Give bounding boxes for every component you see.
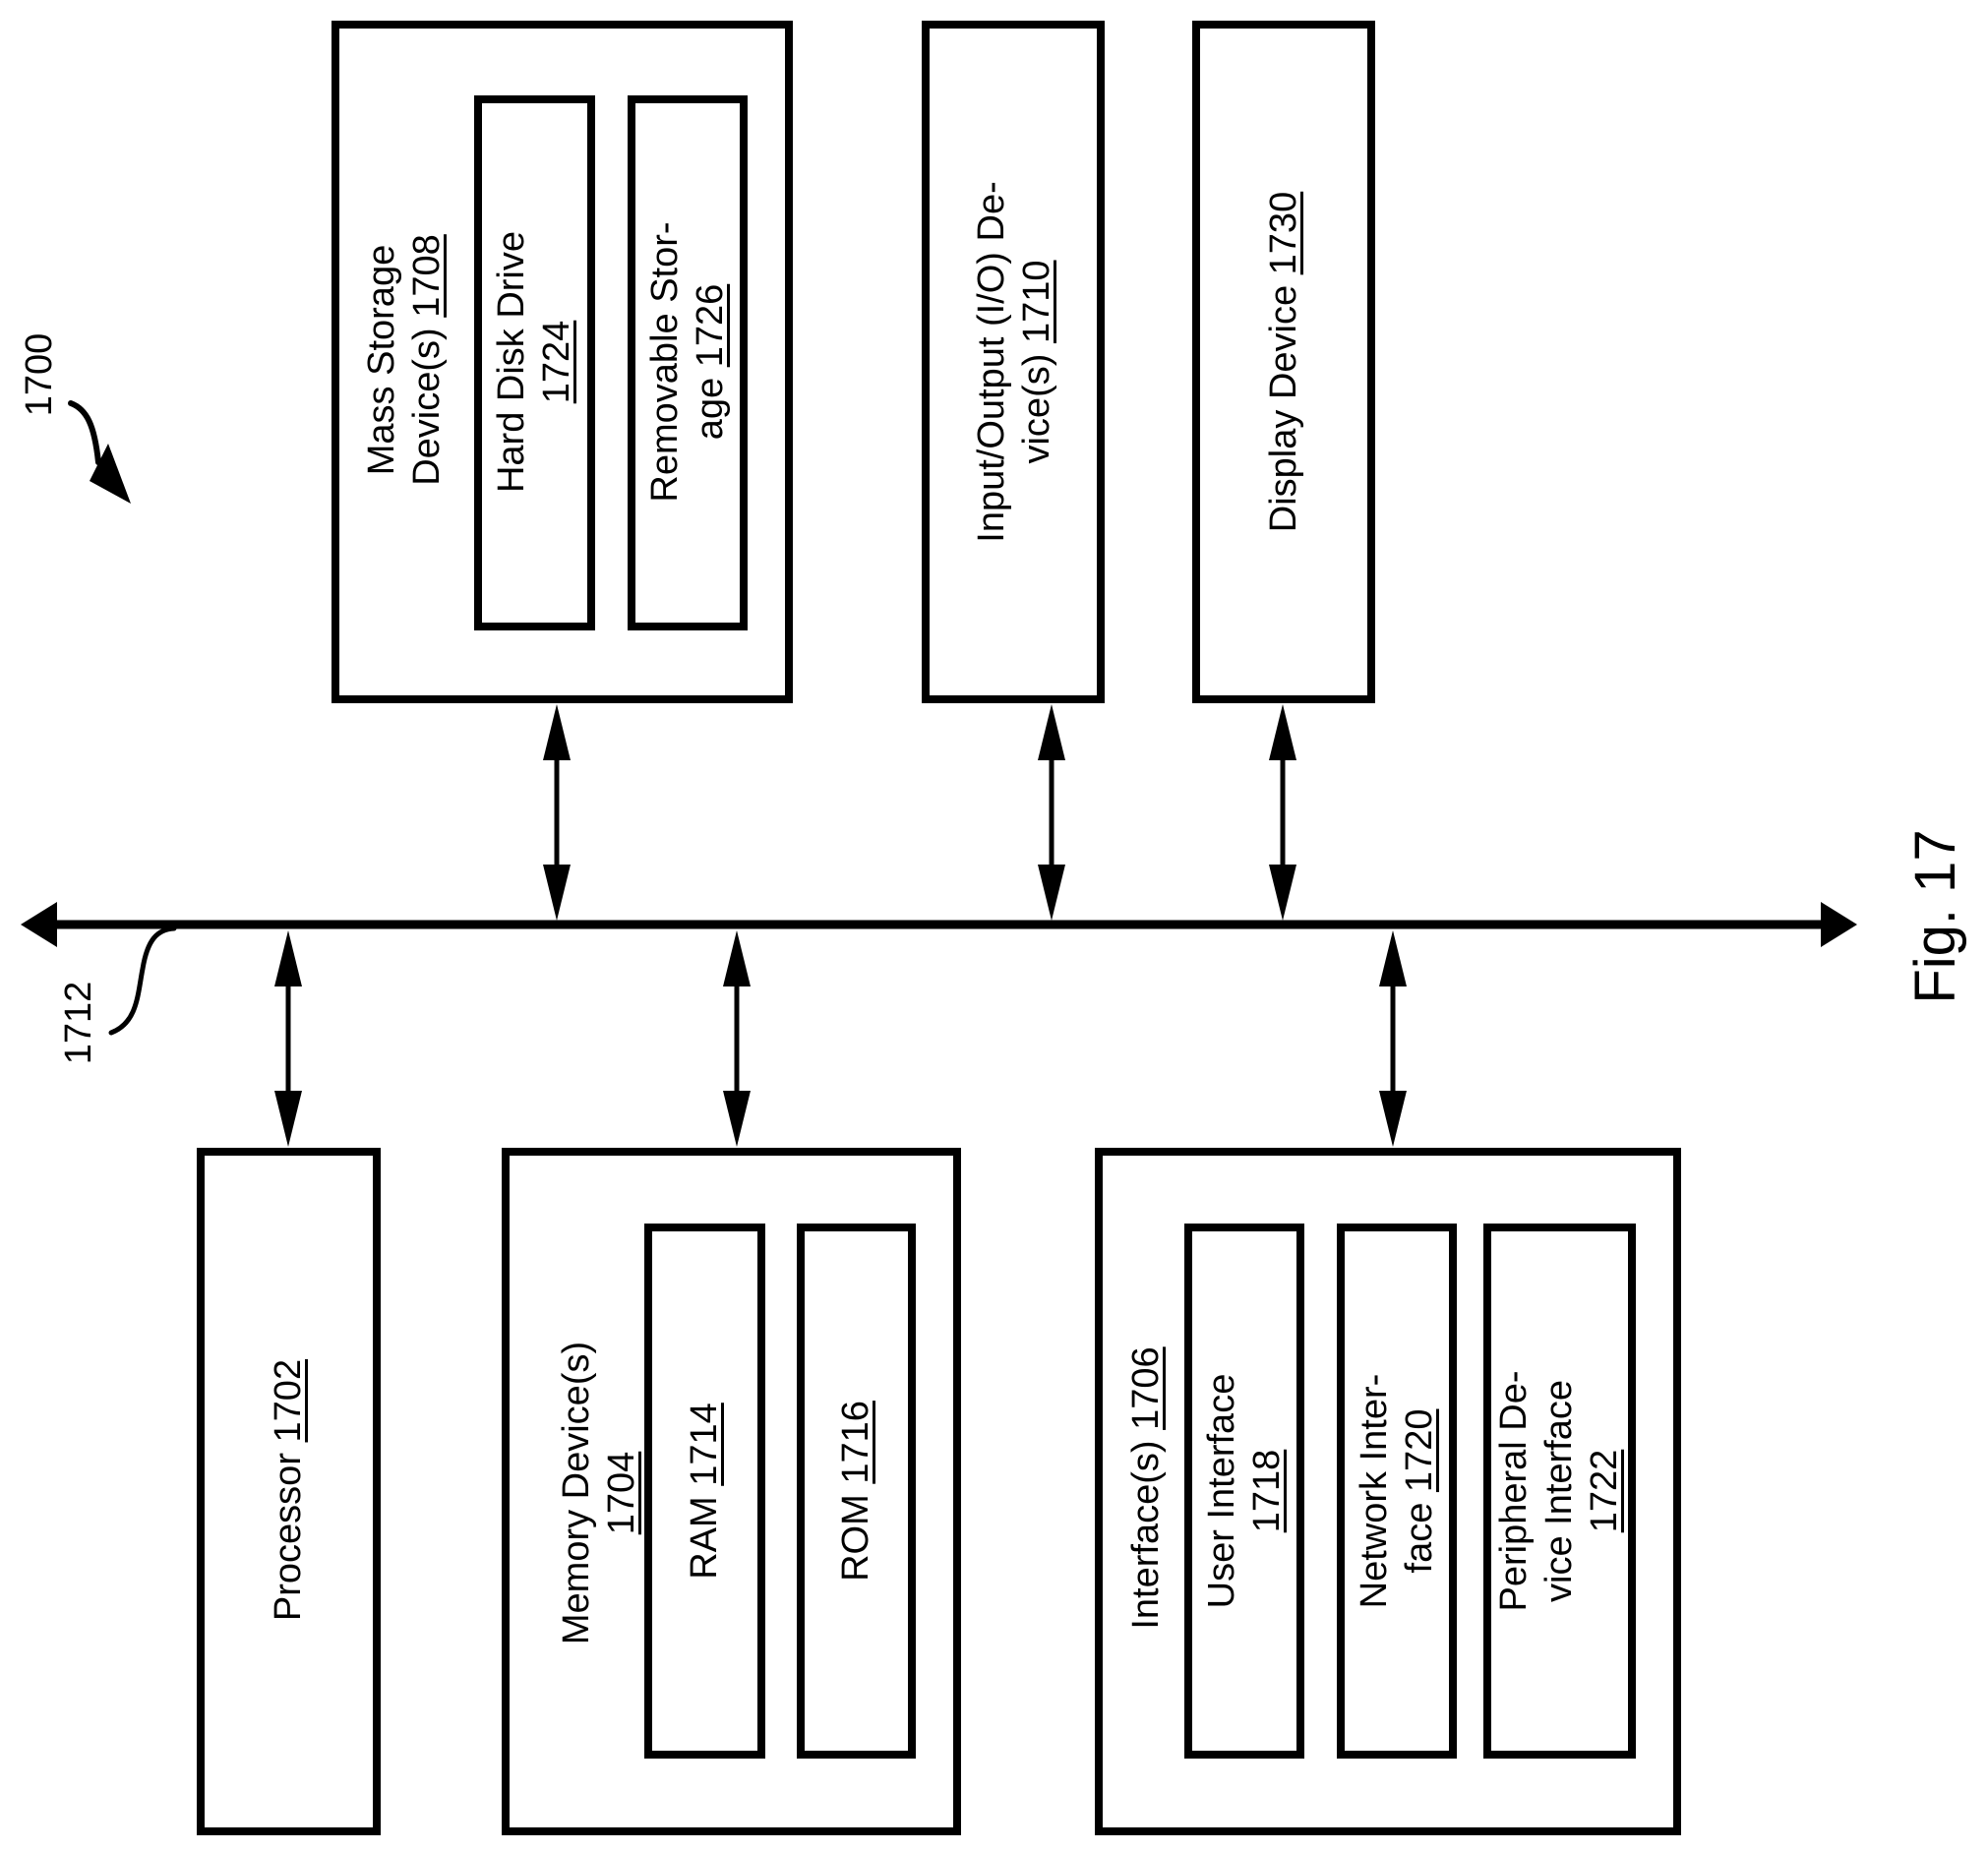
diagram-ref-arrow	[71, 403, 131, 504]
ref-number: 1708	[406, 234, 448, 318]
bus-ref-leader	[111, 928, 174, 1033]
ref-number: 1724	[536, 321, 577, 404]
ref-number: 1702	[268, 1359, 309, 1443]
bus-right-arrowhead	[1821, 902, 1857, 947]
ref-number: 1714	[684, 1403, 725, 1486]
arrow-processor-bus	[274, 930, 302, 1147]
arrow-mass-storage-bus	[543, 704, 571, 921]
arrow-interfaces-bus	[1379, 930, 1407, 1147]
ref-number: 1704	[601, 1452, 642, 1535]
ref-number: 1716	[835, 1401, 876, 1484]
bus-1712	[21, 902, 1857, 947]
ref-number: 1706	[1125, 1346, 1167, 1430]
ref-number: 1726	[690, 284, 731, 368]
ref-number: 1722	[1584, 1450, 1625, 1533]
ref-number: 1730	[1263, 192, 1304, 275]
ref-number: 1710	[1016, 261, 1057, 344]
arrow-io-bus	[1038, 704, 1065, 921]
ref-number: 1718	[1246, 1450, 1288, 1533]
ref-number: 1720	[1399, 1409, 1440, 1493]
bus-left-arrowhead	[21, 902, 57, 947]
arrow-memory-bus	[723, 930, 751, 1147]
arrow-display-bus	[1269, 704, 1296, 921]
